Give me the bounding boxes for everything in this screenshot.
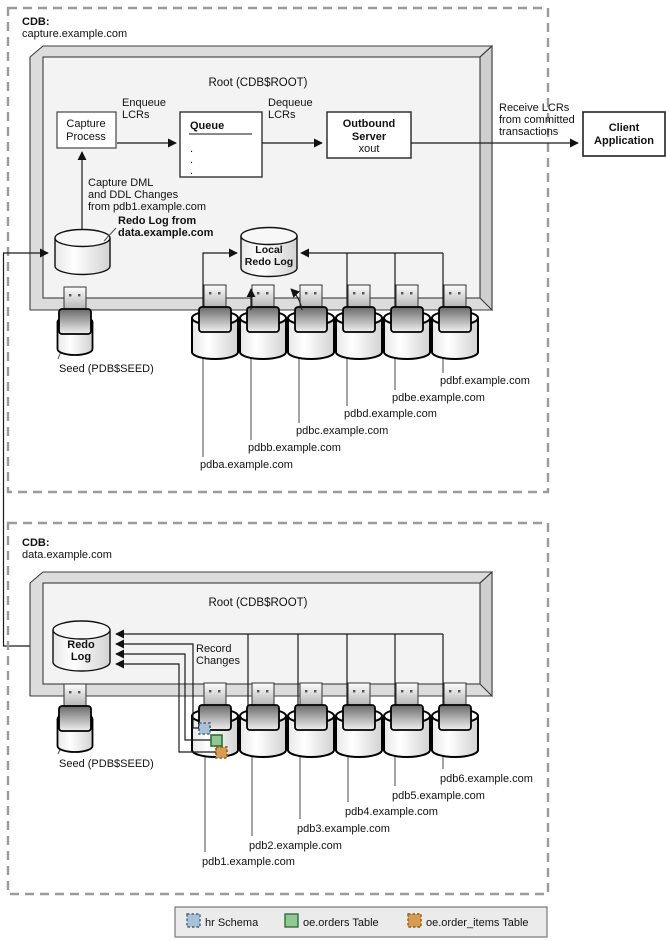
- pdb-label: pdb5.example.com: [392, 790, 485, 802]
- capture-changes-line3: from pdb1.example.com: [88, 201, 206, 213]
- capture-process-line1: Capture: [66, 118, 105, 130]
- plug-icon: [294, 682, 328, 731]
- enqueue-label-line1: Enqueue: [122, 97, 166, 109]
- cdb1-seed-label: Seed (PDB$SEED): [59, 363, 154, 375]
- pdbc-to-localredo-arrow: [290, 288, 303, 311]
- pdb1-markers: [198, 722, 228, 759]
- record-changes-line2: Changes: [196, 655, 241, 667]
- outbound-sub: xout: [359, 143, 380, 155]
- cdb1-root-label: Root (CDB$ROOT): [208, 77, 307, 89]
- redo-transfer-line: [2, 248, 53, 647]
- plug-icon: [246, 284, 280, 333]
- legend: hr Schema oe.orders Table oe.order_items…: [174, 906, 548, 938]
- plug-icon: [438, 284, 472, 333]
- legend-box: [174, 906, 548, 938]
- redo-log-from-data-cylinder: [54, 228, 111, 276]
- pdb-label: pdbe.example.com: [392, 392, 485, 404]
- receive-label-line2: from committed: [499, 114, 575, 126]
- local-redo-log-cylinder: Local Redo Log: [240, 226, 298, 278]
- cdb2-name: data.example.com: [22, 549, 112, 561]
- plug-icon: [246, 682, 280, 731]
- redo-line2: Log: [71, 651, 91, 663]
- queue-title: Queue: [190, 120, 224, 132]
- queue-box: Queue . . .: [179, 111, 263, 178]
- oe-orders-marker: [210, 734, 223, 747]
- cdb1-pdb-leaders: [57, 343, 444, 457]
- queue-dot: .: [190, 165, 193, 177]
- pdba-to-localredo-line: [202, 248, 238, 316]
- redo-label-pointer: [103, 227, 117, 242]
- dequeue-label-line1: Dequeue: [268, 97, 313, 109]
- plug-icon: [342, 682, 376, 731]
- local-redo-line1: Local: [255, 244, 283, 256]
- pdb-label: pdb2.example.com: [249, 840, 342, 852]
- cdb1-section: CDB: capture.example.com Root (CDB$ROOT): [2, 6, 666, 647]
- capture-process-line2: Process: [66, 131, 106, 143]
- oe-order-items-marker: [215, 746, 228, 759]
- oe-order-items-record-line: [115, 659, 216, 753]
- oe-order-items-legend-icon: [407, 913, 422, 928]
- client-line1: Client: [609, 122, 640, 134]
- receive-label-line3: transactions: [499, 126, 559, 138]
- redo-line1: Redo: [67, 639, 95, 651]
- pdb-label: pdbc.example.com: [296, 425, 388, 437]
- capture-changes-line2: and DDL Changes: [88, 189, 179, 201]
- pdb-label: pdbd.example.com: [344, 408, 437, 420]
- cdb2-tag: CDB:: [22, 537, 50, 549]
- cdb1-name: capture.example.com: [22, 28, 127, 40]
- receive-label-line1: Receive LCRs: [499, 102, 570, 114]
- client-line2: Application: [594, 135, 654, 147]
- hr-schema-legend-icon: [186, 913, 201, 928]
- redo-from-label-line2: data.example.com: [118, 227, 214, 239]
- redo-from-label-line1: Redo Log from: [118, 215, 196, 227]
- plug-icon: [58, 286, 92, 335]
- pdb-label: pdba.example.com: [200, 459, 293, 471]
- plug-icon: [58, 683, 92, 732]
- queue-dot: .: [190, 154, 193, 166]
- legend-label: oe.orders Table: [303, 917, 379, 929]
- outbound-line1: Outbound: [343, 118, 396, 130]
- capture-changes-line1: Capture DML: [88, 177, 153, 189]
- client-application-box: Client Application: [582, 111, 666, 157]
- cdb1-redo-flow-lines: [2, 248, 444, 647]
- pdb-label: pdb6.example.com: [440, 773, 533, 785]
- cdb2-pdb-leaders: [57, 740, 444, 852]
- pdb-label: pdbb.example.com: [248, 442, 341, 454]
- cdb1-tag: CDB:: [22, 16, 50, 28]
- pdb-label: pdb3.example.com: [297, 823, 390, 835]
- cdb1-dashed-border: [6, 6, 550, 494]
- hr-schema-record-line: [115, 639, 200, 729]
- local-redo-line2: Redo Log: [245, 256, 293, 268]
- pdb-label: pdbf.example.com: [440, 375, 530, 387]
- plug-icon: [198, 284, 232, 333]
- dequeue-label-line2: LCRs: [268, 109, 296, 121]
- oe-orders-record-line: [115, 649, 211, 741]
- legend-label: oe.order_items Table: [426, 917, 529, 929]
- capture-process-box: Capture Process: [56, 111, 117, 149]
- legend-label: hr Schema: [205, 917, 259, 929]
- enqueue-label-line2: LCRs: [122, 109, 150, 121]
- plug-icon: [390, 682, 424, 731]
- oe-orders-legend-icon: [284, 913, 299, 928]
- cdb2-seed-label: Seed (PDB$SEED): [59, 758, 154, 770]
- cdb2-section: CDB: data.example.com Root (CDB$ROOT): [6, 521, 550, 896]
- pdb-label: pdb1.example.com: [202, 856, 295, 868]
- pdb1-marker-lines: [115, 639, 216, 753]
- outbound-line2: Server: [352, 131, 387, 143]
- cdb2-root-label: Root (CDB$ROOT): [208, 597, 307, 609]
- cdb2-redo-log-cylinder: Redo Log: [52, 620, 111, 672]
- pdb-label: pdb4.example.com: [345, 806, 438, 818]
- plug-icon: [390, 284, 424, 333]
- hr-schema-marker: [198, 722, 211, 735]
- queue-dot: .: [190, 143, 193, 155]
- cdb2-dashed-border: [6, 521, 550, 896]
- plug-icon: [438, 682, 472, 731]
- outbound-server-box: Outbound Server xout: [326, 111, 412, 159]
- plug-icon: [342, 284, 376, 333]
- plug-icon: [294, 284, 328, 333]
- cdb2-record-lines: [115, 629, 444, 712]
- record-changes-line1: Record: [196, 643, 231, 655]
